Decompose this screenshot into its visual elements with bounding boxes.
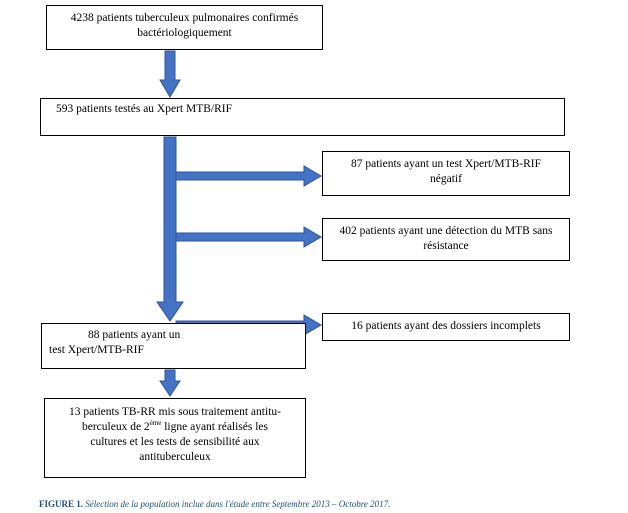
figure-caption-label: FIGURE 1. (39, 499, 84, 509)
box-no-resistance-line1: 402 patients ayant une détection du MTB … (339, 225, 553, 237)
arrow-down-1 (159, 50, 181, 98)
box-treated-line2-sup: ème (149, 419, 162, 428)
arrow-down-3 (159, 369, 181, 397)
figure-caption: FIGURE 1. Sélection de la population inc… (39, 499, 390, 509)
box-rr-positive-line1: 88 patients ayant un (88, 329, 181, 341)
box-incomplete-records: 16 patients ayant des dossiers incomplet… (322, 313, 570, 341)
arrow-right-no-resistance (175, 226, 322, 248)
box-total-line1: 4238 patients tuberculeux pulmonaires co… (70, 12, 299, 24)
box-treated-line3: cultures et les tests de sensibilité aux (90, 436, 260, 448)
figure-caption-text: Sélection de la population inclue dans l… (83, 499, 391, 509)
box-total-line2: bactériologiquement (137, 27, 232, 39)
box-rr-positive-line2: test Xpert/MTB-RIF (49, 344, 144, 356)
box-tested-text: 593 patients testés au Xpert MTB/RIF (56, 103, 232, 115)
box-tested-patients: 593 patients testés au Xpert MTB/RIF (40, 98, 565, 136)
box-treated-line2: berculeux de 2ème ligne ayant réalisés l… (45, 420, 305, 435)
box-treated-line2-a: berculeux de 2 (81, 421, 150, 433)
box-negative-line1: 87 patients ayant un test Xpert/MTB-RIF (350, 158, 542, 170)
box-total-patients: 4238 patients tuberculeux pulmonaires co… (46, 5, 323, 50)
box-treated-patients: 13 patients TB-RR mis sous traitement an… (44, 398, 306, 478)
box-rr-positive-patients: 88 patients ayant un test Xpert/MTB-RIF (41, 323, 306, 369)
box-incomplete-text: 16 patients ayant des dossiers incomplet… (351, 320, 541, 332)
box-negative-patients: 87 patients ayant un test Xpert/MTB-RIF … (322, 151, 570, 196)
box-no-resistance-line2: résistance (423, 240, 469, 252)
arrow-down-2 (156, 136, 184, 322)
box-negative-line2: négatif (430, 173, 462, 185)
box-treated-line4: antituberculeux (139, 451, 211, 463)
arrow-right-negative (175, 165, 322, 187)
box-treated-line1: 13 patients TB-RR mis sous traitement an… (69, 406, 281, 418)
box-treated-line2-b: ligne ayant réalisés les (161, 421, 269, 433)
box-no-resistance-patients: 402 patients ayant une détection du MTB … (322, 218, 570, 261)
